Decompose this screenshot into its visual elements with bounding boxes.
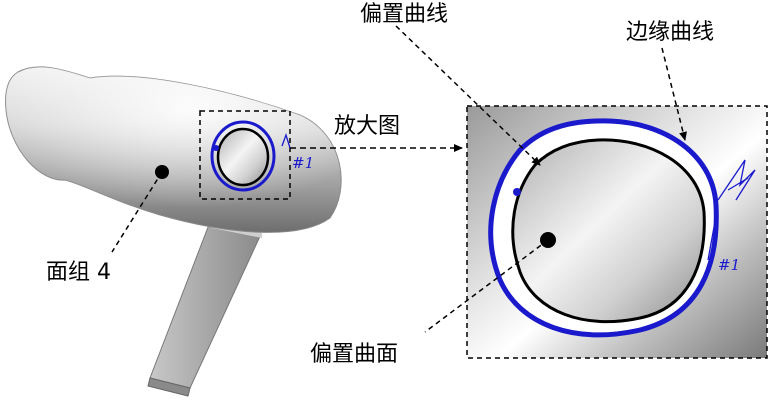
dryer-handle — [147, 221, 263, 397]
zoom-panel: #1 — [466, 105, 768, 359]
offset-surface-label: 偏置曲面 — [310, 342, 399, 367]
large-tag-symbol — [707, 159, 756, 261]
small-tag: #1 — [292, 154, 314, 172]
body-offset-surface — [218, 129, 268, 185]
zoom-label: 放大图 — [334, 114, 401, 139]
edge-curve-leader — [661, 47, 687, 141]
face-group-leader — [111, 171, 163, 253]
offset-curve-label: 偏置曲线 — [360, 2, 449, 27]
body-offset-curve — [216, 127, 270, 187]
body-curve-point — [213, 145, 219, 151]
large-tag: #1 — [718, 256, 740, 274]
face-group-label: 面组 4 — [46, 260, 111, 285]
small-tag-symbol — [281, 132, 291, 149]
edge-curve-label: 边缘曲线 — [626, 20, 715, 45]
zoom-offset-surface — [512, 139, 705, 322]
dryer-body — [5, 66, 342, 233]
zoom-curve-point — [513, 188, 521, 196]
zoom-source-box — [199, 110, 291, 200]
offset-curve-leader — [395, 25, 541, 166]
body-edge-curve — [210, 120, 276, 192]
offset-surface-leader — [424, 239, 549, 333]
